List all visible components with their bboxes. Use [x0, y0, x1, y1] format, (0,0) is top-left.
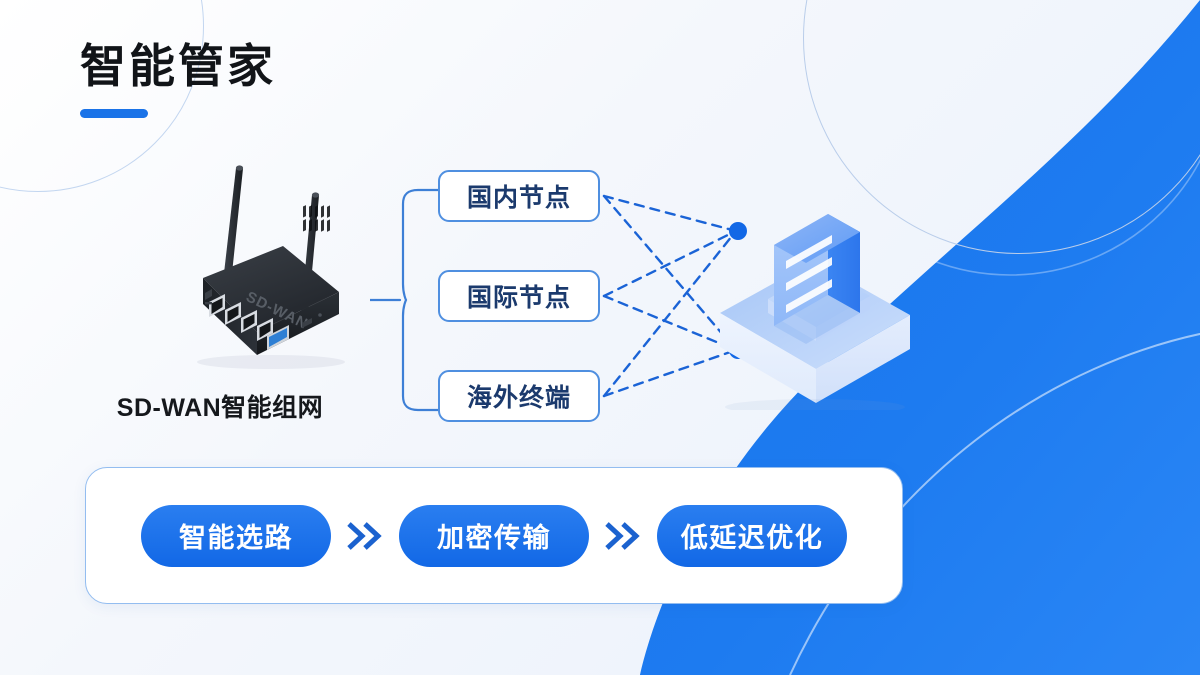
double-chevron-icon: [347, 521, 382, 550]
node-label: 国内节点: [466, 184, 571, 212]
device-caption: SD-WAN智能组网: [116, 394, 324, 422]
double-chevron-icon: [605, 521, 640, 550]
flow-step-intelligent-routing[interactable]: 智能选路: [141, 504, 331, 567]
router-left-connectors: [205, 289, 212, 305]
flow-step-encrypted-transmission[interactable]: 加密传输: [399, 504, 589, 567]
title-underline-rule: [80, 108, 148, 118]
node-box-domestic[interactable]: 国内节点: [438, 170, 600, 222]
link-international-to-top: [602, 229, 738, 298]
server-endpoint-top: [729, 222, 747, 240]
router-vents: [303, 205, 330, 232]
cloud-server-image: [710, 195, 925, 415]
sd-wan-router-image: SD-WAN: [95, 150, 345, 425]
link-domestic-to-bottom: [602, 194, 738, 352]
server-base-left: [720, 313, 816, 403]
flow-arrow-2: [589, 520, 657, 552]
router-front-connectors: [302, 313, 322, 328]
page-title-block: 智能管家: [80, 40, 276, 118]
flow-step-low-latency-optimization[interactable]: 低延迟优化: [657, 504, 847, 567]
router-ethernet-ports: [209, 294, 273, 341]
flow-step-label: 智能选路: [179, 523, 293, 553]
page-title: 智能管家: [80, 40, 276, 92]
node-label: 海外终端: [466, 384, 571, 412]
server-base-right: [816, 315, 910, 403]
flow-step-label: 低延迟优化: [680, 523, 824, 553]
link-overseas-to-top: [602, 229, 738, 398]
router-antenna-left: [223, 165, 244, 283]
link-domestic-to-top: [602, 194, 738, 233]
branch-bracket: [368, 180, 450, 420]
process-flow-panel: 智能选路 加密传输 低延迟优化: [85, 467, 903, 604]
node-box-overseas-terminal[interactable]: 海外终端: [438, 370, 600, 422]
link-international-to-bottom: [602, 294, 738, 352]
flow-arrow-1: [331, 520, 399, 552]
flow-step-label: 加密传输: [437, 523, 551, 553]
server-slots: [786, 235, 832, 313]
link-overseas-to-bottom: [602, 348, 738, 398]
node-label: 国际节点: [466, 284, 571, 312]
node-box-international[interactable]: 国际节点: [438, 270, 600, 322]
router-usb-port: [267, 325, 289, 350]
server-slab-top: [774, 214, 860, 263]
